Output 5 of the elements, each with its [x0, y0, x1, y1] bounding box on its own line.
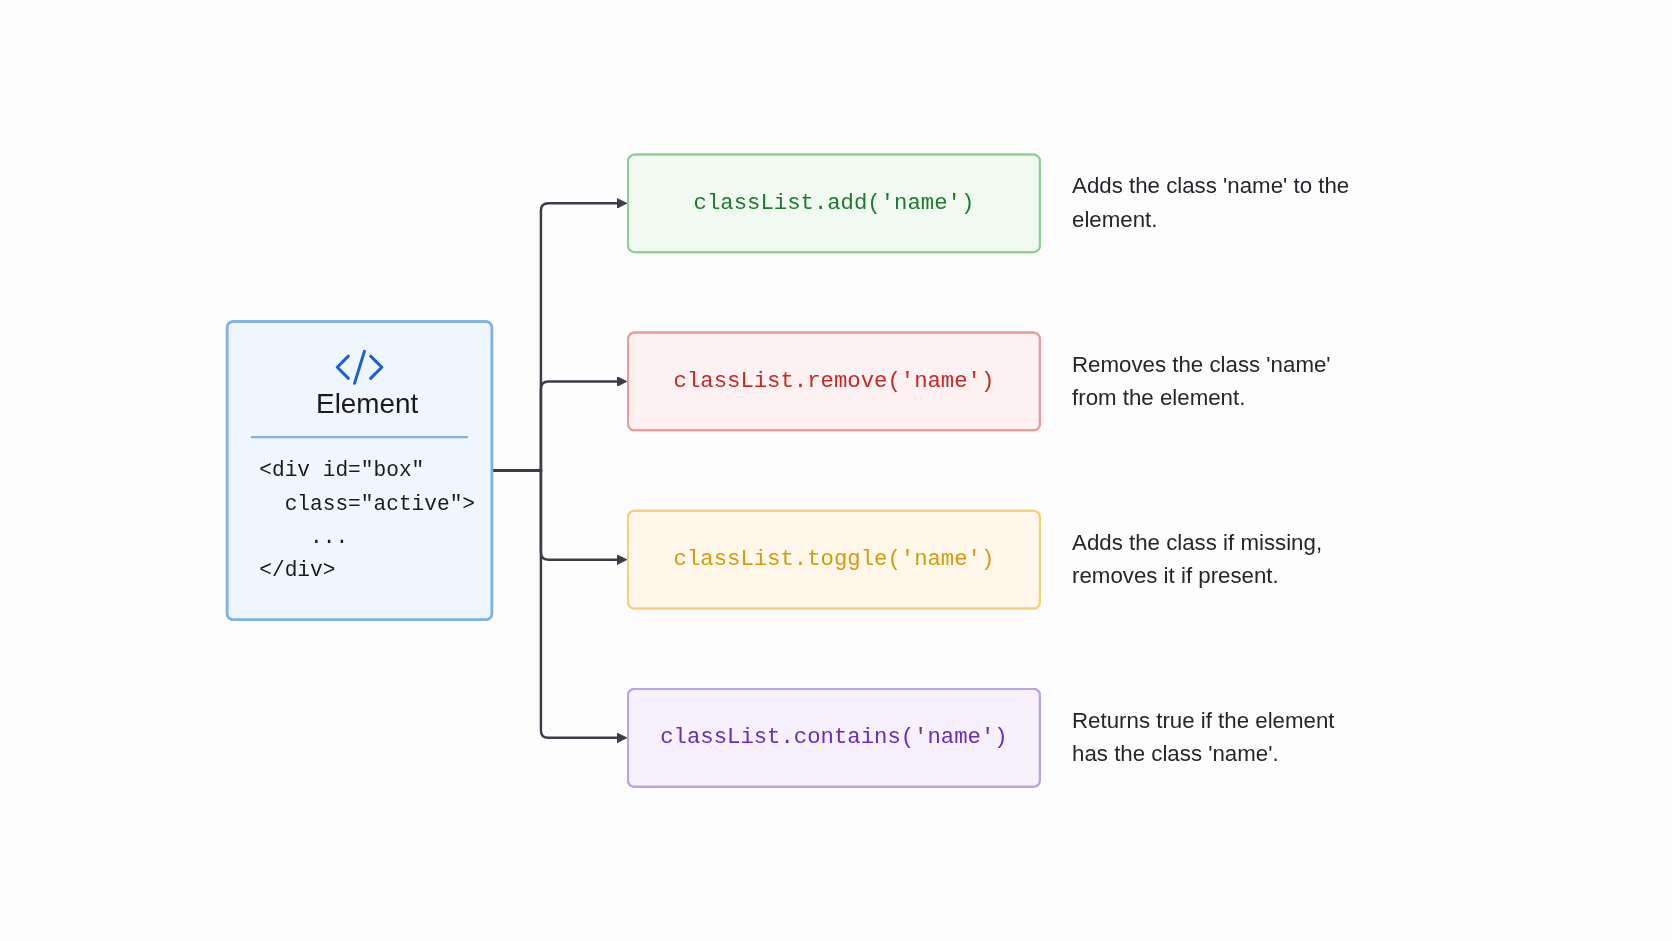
arrow: [491, 469, 627, 744]
node-label: Adds the class 'name' to the element.: [1071, 173, 1349, 232]
node-label: Adds the class if missing, removes it if present.: [1071, 529, 1322, 589]
node-label: Removes the class 'name' from the element.: [1071, 351, 1331, 410]
node-label: Returns true if the element has the class 'name'.: [1071, 708, 1335, 767]
